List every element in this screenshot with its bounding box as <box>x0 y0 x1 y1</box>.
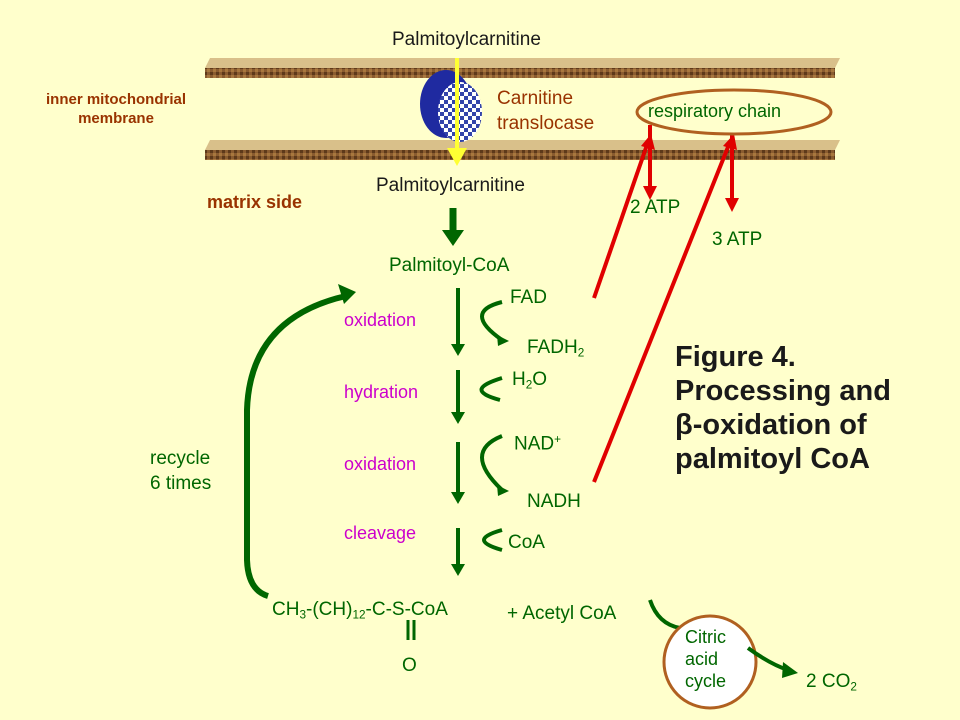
respiratory-chain-label: respiratory chain <box>648 101 782 121</box>
water-label: H2O <box>512 370 547 391</box>
step1-oxidation: oxidation <box>344 310 417 330</box>
caption-line2: Processing and <box>675 375 891 407</box>
fadh2-label: FADH2 <box>527 338 584 359</box>
carbonyl-double-bond <box>406 620 416 640</box>
carnitine-translocase-shape <box>420 70 482 142</box>
formula-ch-chain: -(CH) <box>306 599 353 620</box>
coa-label: CoA <box>508 532 545 553</box>
citric-acid-cycle-circle <box>662 614 758 710</box>
nad-main: NAD <box>514 433 555 455</box>
matrix-side-label: matrix side <box>207 192 303 212</box>
recycle-arrow <box>244 284 356 599</box>
water-o: O <box>532 369 548 390</box>
co2-main: 2 CO <box>806 671 851 692</box>
membrane-bottom <box>205 140 840 160</box>
citric-to-co2-arrow <box>746 646 798 678</box>
product-formula: CH3-(CH)12-C-S-CoA <box>272 600 448 621</box>
top-palmitoylcarnitine: Palmitoylcarnitine <box>392 29 541 50</box>
carnitine-translocase-label: Carnitine translocase <box>497 86 594 136</box>
fadh2-subscript: 2 <box>577 346 585 360</box>
atp-from-fadh2: 2 ATP <box>630 197 681 218</box>
citric-line3: cycle <box>685 671 727 691</box>
bottom-palmitoylcarnitine: Palmitoylcarnitine <box>376 175 525 196</box>
membrane-label-line2: membrane <box>78 110 154 127</box>
water-h: H <box>512 369 526 390</box>
formula-tail: -C-S-CoA <box>365 599 448 620</box>
step3-oxidation: oxidation <box>344 454 417 474</box>
fadh2-main: FADH <box>527 337 578 358</box>
membrane-top <box>205 58 840 78</box>
co2-label: 2 CO2 <box>806 672 857 693</box>
co2-subscript: 2 <box>850 680 857 694</box>
caption-line4: palmitoyl CoA <box>675 443 870 475</box>
caption-beta: β <box>675 409 693 441</box>
translocase-line1: Carnitine <box>497 88 574 109</box>
step2-hydration: hydration <box>344 382 419 402</box>
respiratory-chain-ellipse <box>635 88 833 136</box>
step4-cleavage: cleavage <box>344 523 417 543</box>
recycle-line2: 6 times <box>150 473 212 494</box>
nadh-label: NADH <box>527 491 581 512</box>
formula-ch: CH <box>272 599 300 620</box>
formula-sub-3: 3 <box>299 608 306 622</box>
figure-caption: Figure 4. Processing and β-oxidation of … <box>675 340 891 476</box>
arrow-to-palmitoyl-coa <box>442 208 464 246</box>
nad-superscript: + <box>554 433 561 446</box>
carbonyl-oxygen: O <box>402 655 417 676</box>
transport-arrow <box>447 58 467 166</box>
acetyl-to-citric-arrow <box>648 599 681 630</box>
atp-from-nadh: 3 ATP <box>712 229 763 250</box>
citric-acid-cycle-label: Citric acid cycle <box>685 626 726 692</box>
water-subscript: 2 <box>525 378 533 392</box>
formula-sub-12: 12 <box>352 608 366 622</box>
fad-label: FAD <box>510 287 547 308</box>
membrane-label-line1: inner mitochondrial <box>45 91 186 108</box>
palmitoyl-coa-label: Palmitoyl-CoA <box>389 255 510 276</box>
recycle-label: recycle 6 times <box>150 446 211 496</box>
caption-line3: -oxidation of <box>692 409 867 441</box>
citric-line2: acid <box>685 649 719 669</box>
nad-plus-label: NAD+ <box>514 433 561 455</box>
step-arrowheads <box>451 335 509 576</box>
recycle-line1: recycle <box>150 448 211 469</box>
caption-line1: Figure 4. <box>675 341 796 373</box>
atp-output-arrows <box>643 125 739 212</box>
translocase-line2: translocase <box>497 113 595 134</box>
step-arrows <box>456 288 504 566</box>
acetyl-coa-label: + Acetyl CoA <box>507 603 617 624</box>
citric-line1: Citric <box>685 627 726 647</box>
membrane-label: inner mitochondrial membrane <box>36 90 196 128</box>
